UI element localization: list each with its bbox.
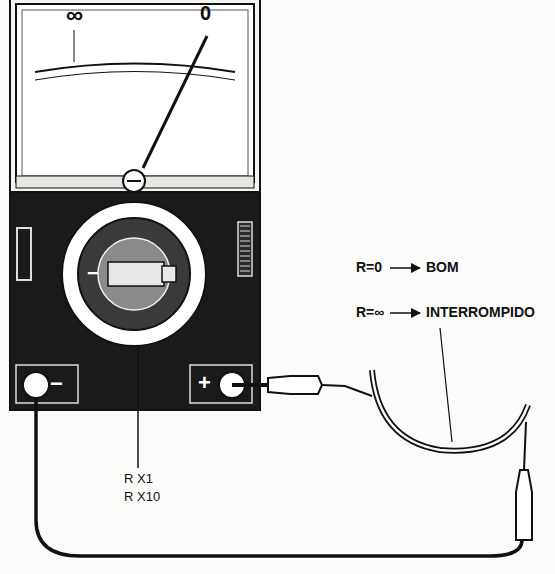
result-condition: R=0: [356, 260, 382, 275]
meter-case: [10, 0, 260, 410]
negative-jack: [23, 372, 49, 398]
needle: [143, 36, 207, 168]
result-condition: R=∞: [356, 305, 384, 320]
wheel-ridge: [240, 261, 250, 262]
knob-bar: [108, 262, 164, 286]
knob-pointer: [162, 266, 176, 282]
wheel-ridges: [240, 226, 250, 271]
range-label: R X1: [124, 472, 153, 486]
result-text: BOM: [426, 260, 459, 275]
wire-under-test: [372, 370, 528, 451]
test-lead: [232, 383, 268, 387]
screw-slot: [127, 180, 141, 182]
terminal-sign: −: [50, 372, 63, 396]
wheel-ridge: [240, 231, 250, 232]
wheel-ridge: [240, 271, 250, 272]
window-frame: [22, 10, 248, 176]
terminal-frame: [16, 365, 78, 403]
terminal-sign: +: [198, 371, 211, 395]
result-arrow: [390, 267, 420, 269]
result-text: INTERROMPIDO: [426, 305, 535, 320]
wheel-ridge: [240, 246, 250, 247]
scale-arc: [35, 72, 235, 81]
meter-window: [16, 4, 254, 182]
probe-handle: [268, 376, 322, 394]
test-lead: [36, 398, 522, 556]
adjust-wheel: [238, 222, 252, 276]
side-slot: [17, 228, 31, 280]
wheel-ridge: [240, 226, 250, 227]
knob-sign: −: [87, 262, 99, 284]
wheel-ridge: [240, 266, 250, 267]
probe-handle: [516, 470, 532, 540]
selector-dial: [62, 202, 206, 346]
scale-arc: [35, 64, 235, 73]
wheel-ridge: [240, 251, 250, 252]
front-panel: [10, 192, 260, 410]
probe-tip: [524, 422, 526, 470]
selector-knob: [98, 238, 170, 310]
result-arrow: [390, 312, 420, 314]
scale-zero: 0: [200, 2, 211, 24]
wheel-ridge: [240, 256, 250, 257]
leader-line: [137, 346, 139, 468]
wheel-ridge: [240, 241, 250, 242]
range-label: R X10: [124, 490, 160, 504]
probe-tip: [322, 385, 372, 396]
selector-inner: [78, 218, 190, 330]
scale-mark: [74, 30, 75, 62]
wire-insulation: [372, 370, 528, 451]
zero-screw: [123, 170, 145, 192]
scale-infinity: ∞: [66, 2, 83, 28]
wheel-ridge: [240, 236, 250, 237]
leader-line: [440, 328, 452, 442]
